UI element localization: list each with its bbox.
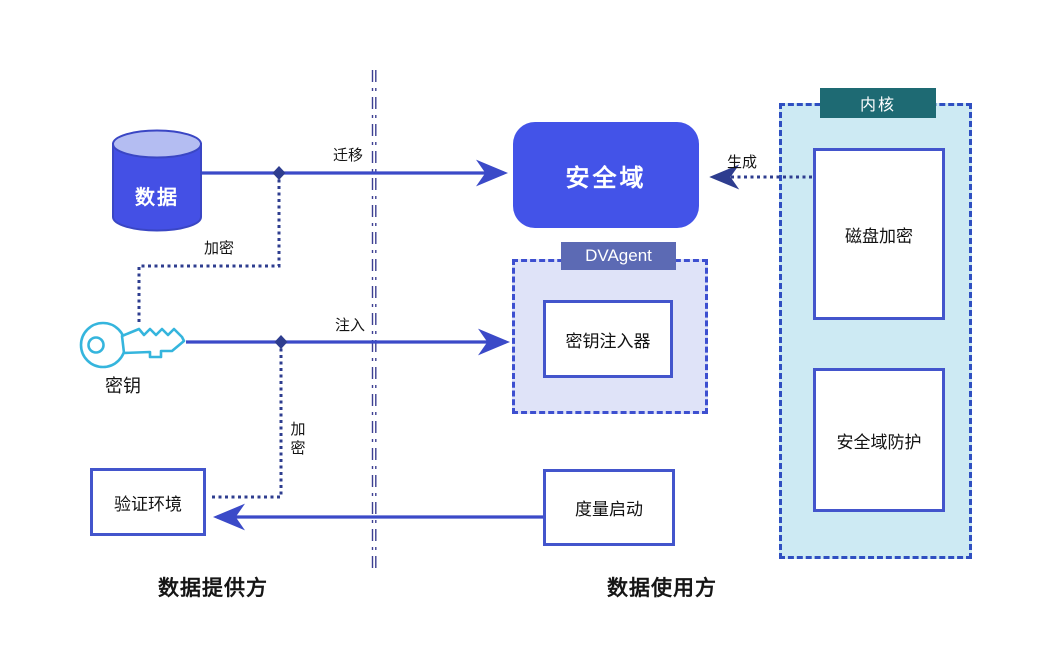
dvagent-tag: DVAgent: [561, 242, 676, 270]
key-icon: [79, 321, 186, 369]
key-injector-node: 密钥注入器: [543, 300, 673, 378]
measured-boot-node: 度量启动: [543, 469, 675, 546]
encrypt-env-edge-label: 加密: [290, 421, 306, 457]
dvagent-label: DVAgent: [585, 246, 652, 265]
database-cylinder-icon: [112, 129, 202, 232]
disk-encryption-label: 磁盘加密: [845, 226, 913, 246]
junction-diamond-top: [272, 166, 286, 180]
kernel-tag: 内核: [820, 88, 936, 118]
boundary-divider-line: [371, 70, 377, 568]
measured-boot-label: 度量启动: [575, 500, 643, 519]
consumer-section-label: 数据使用方: [607, 577, 717, 600]
secure-domain-node: 安全域: [513, 122, 699, 228]
generate-edge-label: 生成: [727, 154, 758, 171]
domain-protection-node: 安全域防护: [813, 368, 945, 512]
kernel-label: 内核: [859, 97, 896, 114]
key-label: 密钥: [105, 376, 141, 396]
disk-encryption-node: 磁盘加密: [813, 148, 945, 320]
inject-edge-label: 注入: [335, 317, 366, 334]
encrypt-data-dotted-line: [137, 173, 281, 322]
junction-diamond-bottom: [274, 335, 288, 349]
migrate-edge-label: 迁移: [333, 147, 364, 164]
secure-domain-label: 安全域: [565, 164, 647, 192]
encrypt-env-dotted-line: [209, 342, 283, 499]
domain-protection-label: 安全域防护: [836, 432, 922, 452]
database-label: 数据: [135, 187, 179, 209]
verify-env-label: 验证环境: [114, 494, 182, 514]
key-injector-label: 密钥注入器: [565, 331, 651, 351]
verify-env-node: 验证环境: [90, 468, 206, 536]
encrypt-data-edge-label: 加密: [204, 240, 235, 257]
provider-section-label: 数据提供方: [158, 577, 268, 600]
